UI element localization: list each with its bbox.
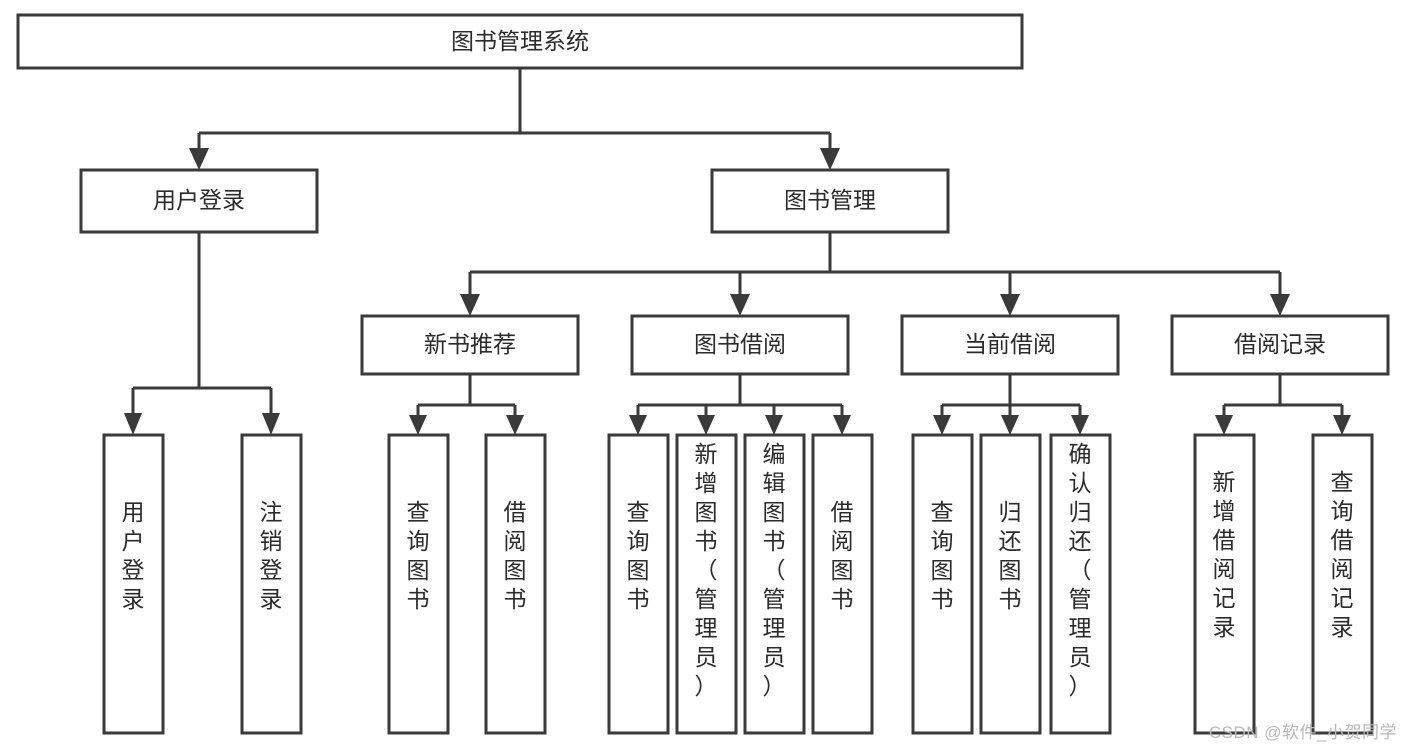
node-book-borrow[interactable]: 图书借阅 [630,314,850,376]
leaf-query-book-3-label: 查询图书 [931,499,954,612]
leaf-add-book-box[interactable] [675,433,738,735]
leaf-edit-book-label: 编辑图书（管理员） [763,441,786,699]
arrow-bb-leaf-1 [629,415,647,435]
leaf-borrow-book-1-label: 借阅图书 [504,499,527,612]
arrow-cb-leaf-3 [1071,415,1089,435]
node-new-book-recommend[interactable]: 新书推荐 [360,314,580,376]
arrow-nb-leaf-1 [409,415,427,435]
connector-layer [124,68,1351,435]
leaf-borrow-book-1-box[interactable] [484,433,547,735]
leaf-confirm-return-label: 确认归还（管理员） [1069,441,1092,699]
node-current-borrow-label: 当前借阅 [964,331,1056,357]
arrow-cb-leaf-1 [933,415,951,435]
leaf-query-record[interactable]: 查询借阅记录 [1311,433,1374,735]
node-new-book-recommend-box[interactable] [360,314,580,376]
leaf-add-book-label: 新增图书（管理员） [695,441,718,699]
arrow-to-book-borrow [730,294,750,316]
leaf-query-record-label: 查询借阅记录 [1331,469,1354,640]
node-user-login[interactable]: 用户登录 [79,168,319,234]
arrow-cb-leaf-2 [1001,415,1019,435]
leaf-return-book[interactable]: 归还图书 [979,433,1042,735]
node-root-box[interactable] [16,13,1024,70]
leaf-query-record-box[interactable] [1311,433,1374,735]
csdn-watermark: CSDN @软件_小贺同学 [1208,723,1397,742]
leaf-user-login-box[interactable] [102,433,165,735]
arrow-bb-leaf-2 [697,415,715,435]
leaf-add-record-box[interactable] [1193,433,1256,735]
leaf-borrow-book-2-box[interactable] [811,433,874,735]
node-book-management-label: 图书管理 [784,187,876,213]
leaf-query-book-2-box[interactable] [607,433,670,735]
leaf-add-book[interactable]: 新增图书（管理员） [675,433,738,735]
node-root[interactable]: 图书管理系统 [16,13,1024,70]
leaf-user-login-label: 用户登录 [122,499,145,612]
arrow-to-book-management [820,148,840,170]
leaf-query-book-1-box[interactable] [387,433,450,735]
leaf-add-record[interactable]: 新增借阅记录 [1193,433,1256,735]
leaf-confirm-return[interactable]: 确认归还（管理员） [1049,433,1112,735]
leaf-borrow-book-1[interactable]: 借阅图书 [484,433,547,735]
leaf-query-book-2-label: 查询图书 [627,499,650,612]
leaf-query-book-3-box[interactable] [911,433,974,735]
node-user-login-box[interactable] [79,168,319,234]
leaf-confirm-return-box[interactable] [1049,433,1112,735]
node-borrow-record-box[interactable] [1170,314,1390,376]
node-book-borrow-box[interactable] [630,314,850,376]
node-current-borrow-box[interactable] [900,314,1120,376]
node-new-book-recommend-label: 新书推荐 [424,331,516,357]
node-borrow-record-label: 借阅记录 [1234,331,1326,357]
arrow-bb-leaf-4 [833,415,851,435]
leaf-borrow-book-2-label: 借阅图书 [831,499,854,612]
node-user-login-label: 用户登录 [153,187,245,213]
leaf-query-book-1[interactable]: 查询图书 [387,433,450,735]
arrow-to-current-borrow [1000,294,1020,316]
arrow-to-user-login [189,148,209,170]
node-borrow-record[interactable]: 借阅记录 [1170,314,1390,376]
leaf-query-book-3[interactable]: 查询图书 [911,433,974,735]
node-root-label: 图书管理系统 [451,28,589,54]
leaf-query-book-2[interactable]: 查询图书 [607,433,670,735]
leaf-logout[interactable]: 注销登录 [240,433,303,735]
leaf-add-record-label: 新增借阅记录 [1213,469,1236,640]
leaf-return-book-box[interactable] [979,433,1042,735]
leaf-user-login[interactable]: 用户登录 [102,433,165,735]
arrow-br-leaf-2 [1333,415,1351,435]
leaf-logout-box[interactable] [240,433,303,735]
arrow-to-new-book [460,294,480,316]
node-current-borrow[interactable]: 当前借阅 [900,314,1120,376]
leaf-return-book-label: 归还图书 [999,499,1022,612]
node-book-management[interactable]: 图书管理 [710,168,950,234]
arrow-to-borrow-record [1270,294,1290,316]
arrow-nb-leaf-2 [506,415,524,435]
node-book-borrow-label: 图书借阅 [694,331,786,357]
arrow-ul-leaf-2 [262,413,280,435]
arrow-ul-leaf-1 [124,413,142,435]
leaf-borrow-book-2[interactable]: 借阅图书 [811,433,874,735]
arrow-bb-leaf-3 [765,415,783,435]
arrow-br-leaf-1 [1215,415,1233,435]
leaf-logout-label: 注销登录 [260,499,283,612]
leaf-edit-book-box[interactable] [743,433,806,735]
leaf-edit-book[interactable]: 编辑图书（管理员） [743,433,806,735]
node-book-management-box[interactable] [710,168,950,234]
leaf-query-book-1-label: 查询图书 [407,499,430,612]
